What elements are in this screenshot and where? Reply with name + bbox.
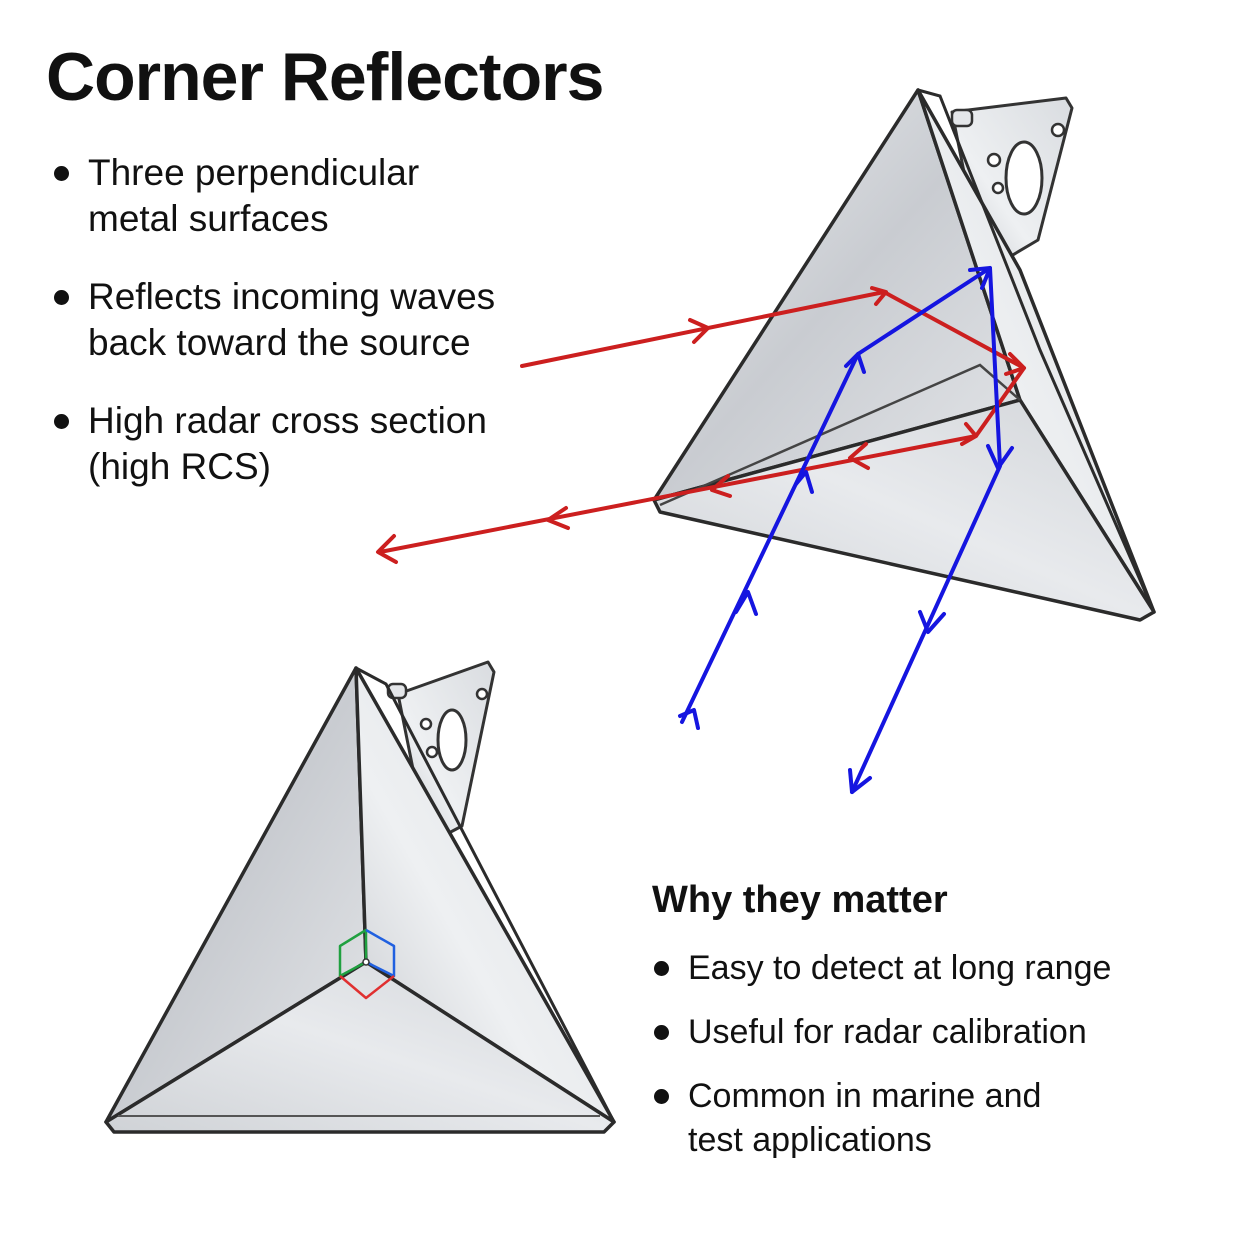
feature-line-2: metal surfaces <box>88 198 329 239</box>
corner-reflector-front-view <box>104 660 616 1134</box>
wave-arrow <box>870 286 888 306</box>
why-line-1: Easy to detect at long range <box>688 949 1112 987</box>
feature-line-2: (high RCS) <box>88 446 271 487</box>
reflector-face-bottom <box>652 398 1156 622</box>
why-line-1: Useful for radar calibration <box>688 1013 1087 1051</box>
wave-arrow <box>710 474 732 498</box>
secondary-ray <box>678 266 1014 794</box>
why-list: Easy to detect at long range Useful for … <box>646 946 1146 1182</box>
list-item: High radar cross section (high RCS) <box>46 398 506 490</box>
page-title: Corner Reflectors <box>46 39 604 115</box>
bolt-hole-icon <box>419 717 433 731</box>
feature-line-1: High radar cross section <box>88 400 487 441</box>
list-item: Three perpendicular metal surfaces <box>46 150 506 242</box>
wave-arrow <box>1004 352 1026 376</box>
feature-line-1: Three perpendicular <box>88 152 420 193</box>
wave-arrow <box>844 352 866 374</box>
list-item: Reflects incoming waves back toward the … <box>46 274 506 366</box>
corner-reflector-illustration <box>376 88 1156 794</box>
incident-ray <box>376 286 1026 564</box>
bolt-hole-icon <box>425 745 439 759</box>
wave-arrow <box>848 442 870 470</box>
wave-arrow <box>688 318 710 344</box>
wave-arrow <box>986 444 1014 470</box>
bolt-hole-icon <box>986 152 1002 168</box>
reflector-face-bottom <box>104 960 616 1134</box>
bolt-hole-icon <box>475 687 489 701</box>
feature-line-2: back toward the source <box>88 322 471 363</box>
wave-arrow <box>734 590 758 616</box>
wave-arrow <box>678 708 700 730</box>
list-item: Common in marine and test applications <box>646 1074 1146 1162</box>
corner-axes-marker <box>338 928 396 1000</box>
why-line-1: Common in marine and <box>688 1077 1042 1115</box>
feature-line-1: Reflects incoming waves <box>88 276 496 317</box>
bolt-hole-icon <box>1050 122 1066 138</box>
why-line-2: test applications <box>688 1121 932 1159</box>
bolt-hole-icon <box>991 181 1005 195</box>
wave-arrow <box>960 422 978 446</box>
list-item: Easy to detect at long range <box>646 946 1146 990</box>
wave-arrow <box>376 534 398 564</box>
feature-list: Three perpendicular metal surfaces Refle… <box>46 150 506 522</box>
wave-arrow <box>918 610 946 634</box>
bracket-hole-icon <box>436 708 468 772</box>
wave-arrow <box>848 768 872 794</box>
why-heading: Why they matter <box>652 879 948 921</box>
bracket-hole-icon <box>1004 140 1044 216</box>
wave-arrow <box>794 470 814 494</box>
wave-arrow <box>546 506 570 530</box>
wave-arrow <box>968 266 992 290</box>
list-item: Useful for radar calibration <box>646 1010 1146 1054</box>
